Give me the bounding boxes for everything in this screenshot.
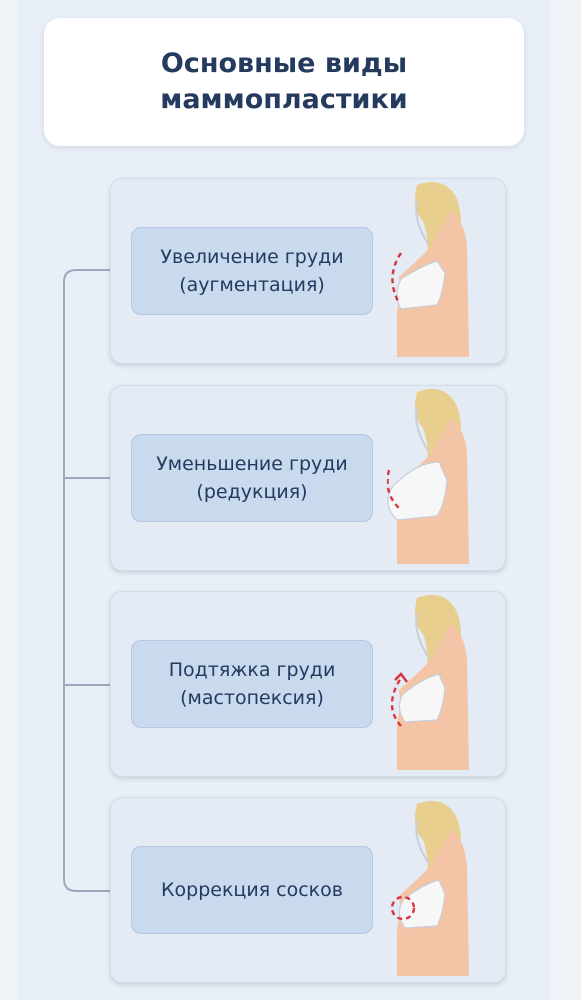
- card-augmentation: Увеличение груди (аугментация): [110, 178, 506, 364]
- card-reduction: Уменьшение груди (редукция): [110, 385, 506, 571]
- label-reduction: Уменьшение груди (редукция): [131, 434, 373, 522]
- label-augmentation: Увеличение груди (аугментация): [131, 227, 373, 315]
- breast-lift-icon: [390, 595, 469, 770]
- label-nipple: Коррекция сосков: [131, 846, 373, 934]
- nipple-correction-icon: [390, 801, 469, 976]
- breast-reduction-icon: [387, 389, 469, 564]
- title-card: Основные виды маммопластики: [44, 18, 524, 146]
- label-lift: Подтяжка груди (мастопексия): [131, 640, 373, 728]
- breast-augmentation-icon: [391, 182, 469, 357]
- page-title: Основные виды маммопластики: [160, 48, 408, 115]
- card-lift: Подтяжка груди (мастопексия): [110, 591, 506, 777]
- card-nipple: Коррекция сосков: [110, 797, 506, 983]
